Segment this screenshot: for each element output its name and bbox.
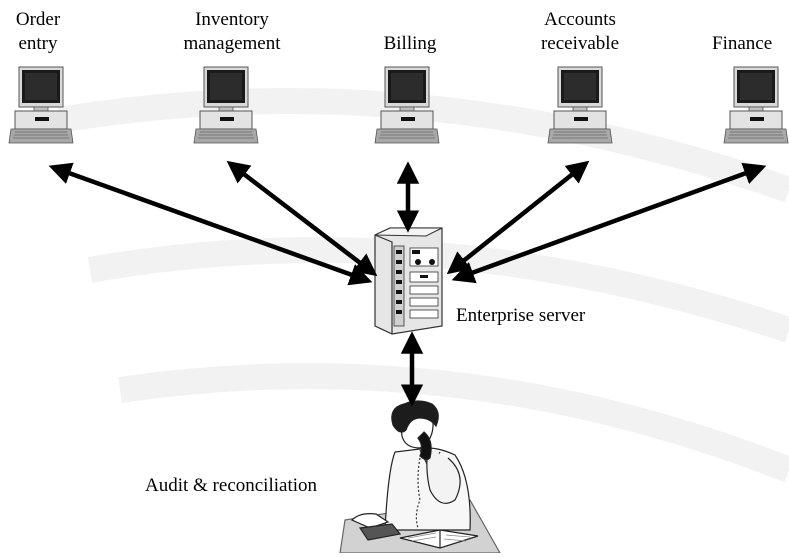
label-finance-line1: Finance [712,33,773,54]
label-audit: Audit & reconciliation [145,474,317,498]
label-receivable-line2: receivable [540,33,620,54]
label-inventory: Inventory management [168,8,296,56]
label-audit-text: Audit & reconciliation [145,475,318,496]
label-enterprise-server: Enterprise server [456,304,585,328]
label-order-entry: Order entry [6,8,70,56]
label-billing-line1: Billing [383,33,437,54]
label-order-entry-line1: Order [15,9,61,30]
computer-icon-finance [723,66,789,144]
label-order-entry-line2: entry [18,33,58,54]
computer-icon-billing [374,66,440,144]
label-receivable-line1: Accounts [544,9,616,30]
server-icon [374,227,443,335]
label-finance: Finance [712,32,789,56]
person-on-phone-icon [339,400,502,554]
arrow-inventory [226,160,378,277]
connection-arrows [48,160,767,407]
label-billing: Billing [372,32,448,56]
label-receivable: Accounts receivable [526,8,634,56]
label-inventory-line1: Inventory [195,9,269,30]
computer-icon-order-entry [8,66,74,144]
label-inventory-line2: management [183,33,281,54]
arrow-finance [451,162,767,284]
computer-icon-inventory [193,66,259,144]
computer-icon-receivable [547,66,613,144]
label-enterprise-server-text: Enterprise server [456,305,586,326]
